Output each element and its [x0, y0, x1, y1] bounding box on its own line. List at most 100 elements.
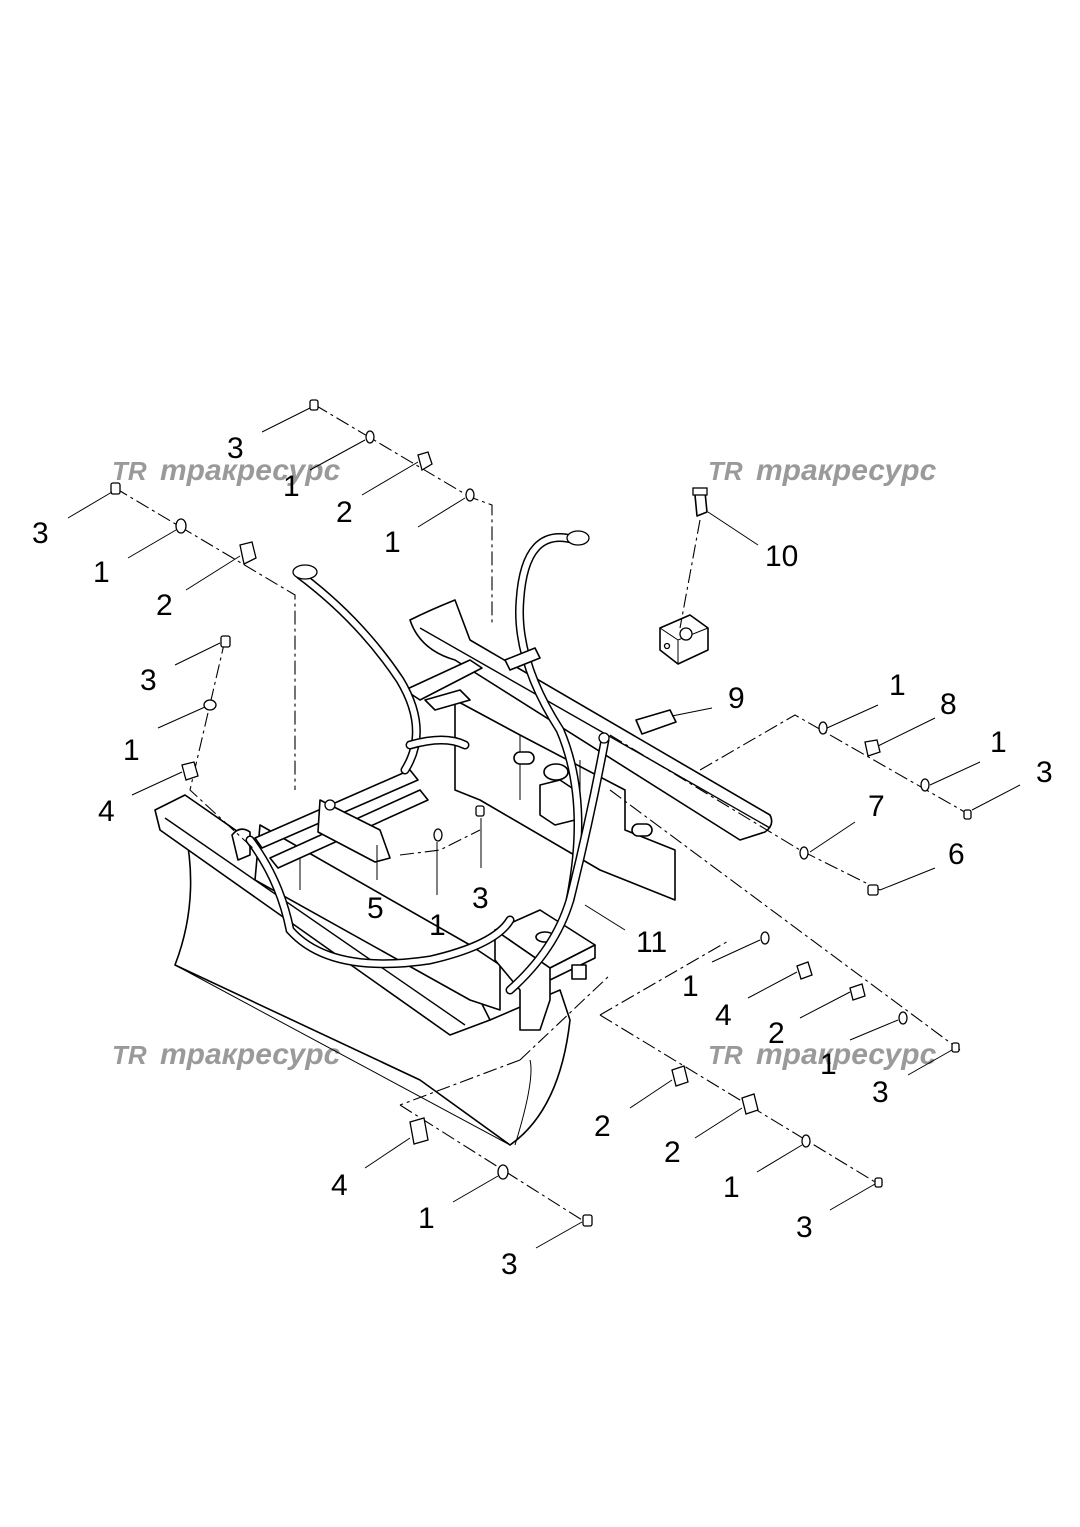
washer-1 [898, 1011, 908, 1025]
callout-11: 11 [636, 926, 667, 959]
washer-1 [920, 778, 930, 792]
clamp-2 [239, 541, 257, 565]
hardware [110, 399, 972, 1227]
callout-3: 3 [140, 664, 157, 697]
pipe-stub [504, 647, 541, 671]
callout-1: 1 [429, 909, 446, 942]
washer-1 [203, 699, 217, 711]
callout-2: 2 [336, 496, 353, 529]
bolt-3 [951, 1042, 960, 1053]
watermark-text: тракресурс [160, 1038, 341, 1071]
clamp-8 [864, 739, 881, 757]
callout-1: 1 [418, 1202, 435, 1235]
bolt-6 [867, 884, 879, 896]
bulkhead-hole [543, 763, 569, 781]
fork-bracket [231, 828, 251, 861]
washer-1 [497, 1164, 509, 1180]
clamp-2 [671, 1065, 689, 1087]
callout-6: 6 [948, 838, 965, 871]
callout-4: 4 [715, 999, 732, 1032]
bolt-3 [475, 805, 485, 817]
valve-port [679, 627, 693, 641]
clamp-2 [417, 451, 433, 472]
washer-1 [175, 518, 187, 534]
bracket-pin [404, 659, 483, 701]
callout-1: 1 [820, 1048, 837, 1081]
bolt-3 [220, 635, 231, 648]
callout-4: 4 [331, 1169, 348, 1202]
leader-lines [67, 407, 1021, 1249]
washer-1 [433, 828, 443, 842]
bolt-3 [309, 399, 319, 411]
callout-2: 2 [594, 1110, 611, 1143]
watermark-logo: TR [112, 456, 147, 486]
pivot-bolt [324, 799, 336, 811]
right-frame-rail [409, 599, 773, 841]
callout-10: 10 [765, 540, 798, 573]
hose-end-fitting [598, 732, 610, 744]
callout-labels: 3 1 2 1 3 1 2 3 1 4 5 1 3 10 9 1 8 1 3 7… [32, 432, 1053, 1281]
callout-1: 1 [723, 1171, 740, 1204]
washer-1 [818, 721, 828, 735]
callout-2: 2 [768, 1017, 785, 1050]
washer-1 [365, 430, 375, 444]
callout-2: 2 [664, 1136, 681, 1169]
callout-3: 3 [796, 1211, 813, 1244]
callout-5: 5 [367, 892, 384, 925]
callout-1: 1 [990, 726, 1007, 759]
callout-3: 3 [1036, 756, 1053, 789]
bracket-block [539, 779, 576, 826]
watermark-logo: TR [708, 1040, 743, 1070]
bolt-3 [874, 1177, 883, 1188]
bracket-pin [424, 689, 471, 711]
callout-4: 4 [98, 795, 115, 828]
watermark-text: тракресурс [160, 454, 341, 487]
bolt-3 [110, 482, 121, 495]
callout-3: 3 [472, 882, 489, 915]
valve-bolt-hole [663, 642, 671, 650]
watermark-text: тракресурс [756, 1038, 937, 1071]
bulkhead-slot [631, 823, 653, 837]
clamp-2 [741, 1093, 759, 1115]
fitting-nut [692, 487, 708, 496]
callout-8: 8 [940, 688, 957, 721]
washer-1 [465, 488, 475, 502]
clamp-4 [409, 1117, 429, 1145]
clamp-4 [796, 961, 813, 980]
clamp-4 [181, 761, 199, 781]
callout-1: 1 [682, 970, 699, 1003]
watermark-top-left: TR тракресурс [112, 454, 341, 487]
cross-plate-5 [317, 799, 391, 863]
callout-1: 1 [123, 734, 140, 767]
callout-3: 3 [32, 517, 49, 550]
hose-end-fitting [292, 564, 318, 580]
callout-1: 1 [384, 526, 401, 559]
washer-1 [801, 1134, 811, 1148]
washer-7 [799, 846, 809, 860]
hydraulic-hoses [245, 530, 677, 995]
pipe-9 [635, 709, 677, 735]
valve-block-assembly [659, 487, 709, 665]
callout-1: 1 [93, 556, 110, 589]
watermark-logo: TR [708, 456, 743, 486]
watermark-logo: TR [112, 1040, 147, 1070]
callout-3: 3 [227, 432, 244, 465]
callout-7: 7 [868, 790, 885, 823]
hose-end-fitting [566, 530, 590, 546]
hose-left-upper [295, 570, 421, 775]
callout-3: 3 [501, 1248, 518, 1281]
callout-9: 9 [728, 682, 745, 715]
clamp-2 [849, 983, 866, 1001]
watermark-bottom-left: TR тракресурс [112, 1038, 341, 1071]
bulkhead-slot [513, 751, 535, 765]
watermark-top-right: TR тракресурс [708, 454, 937, 487]
assembly-centerlines [114, 404, 971, 1226]
callout-1: 1 [889, 669, 906, 702]
bolt-3 [963, 809, 972, 820]
callout-2: 2 [156, 589, 173, 622]
watermark-text: тракресурс [756, 454, 937, 487]
mount-fitting [571, 964, 587, 980]
bolt-3 [582, 1214, 593, 1227]
callout-3: 3 [872, 1076, 889, 1109]
